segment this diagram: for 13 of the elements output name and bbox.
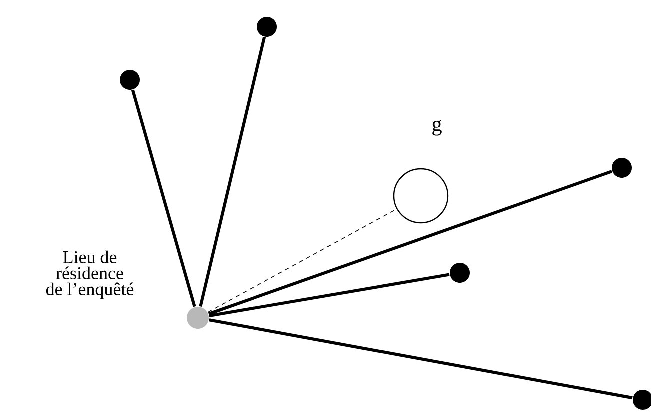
endpoint-dot [612,158,632,178]
connector-line [209,318,633,400]
node-caption: g [432,120,442,136]
origin-dot [187,307,209,329]
open-circle [393,168,449,224]
endpoint-dot [120,70,140,90]
endpoint-dot [257,17,277,37]
connector-line [199,36,266,308]
connector-line [209,273,450,318]
endpoint-dot [450,263,470,283]
connector-line [208,170,613,316]
node-caption: Lieu de résidence de l’enquêté [46,250,134,300]
connector-line [131,90,196,308]
